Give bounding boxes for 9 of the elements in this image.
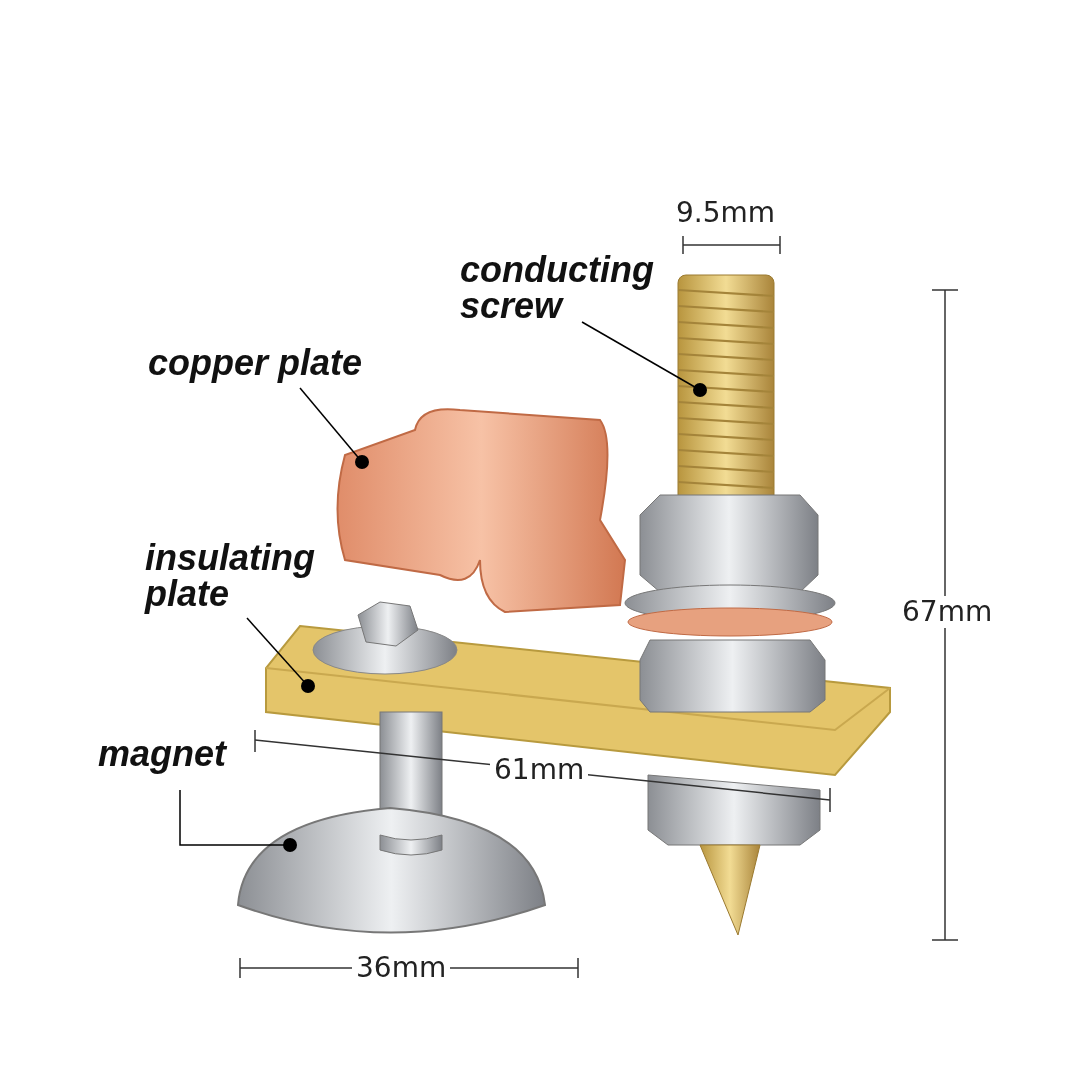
- part-label: magnet: [98, 736, 248, 772]
- copper-plate-drawing: [336, 408, 626, 613]
- part-label: insulating plate: [145, 540, 335, 612]
- part-label: conducting screw: [460, 252, 670, 324]
- leader-line: [299, 387, 369, 469]
- part-label: copper plate: [148, 345, 388, 381]
- leader-line: [581, 321, 707, 397]
- leader-line: [246, 617, 315, 693]
- leader-line: [179, 789, 297, 852]
